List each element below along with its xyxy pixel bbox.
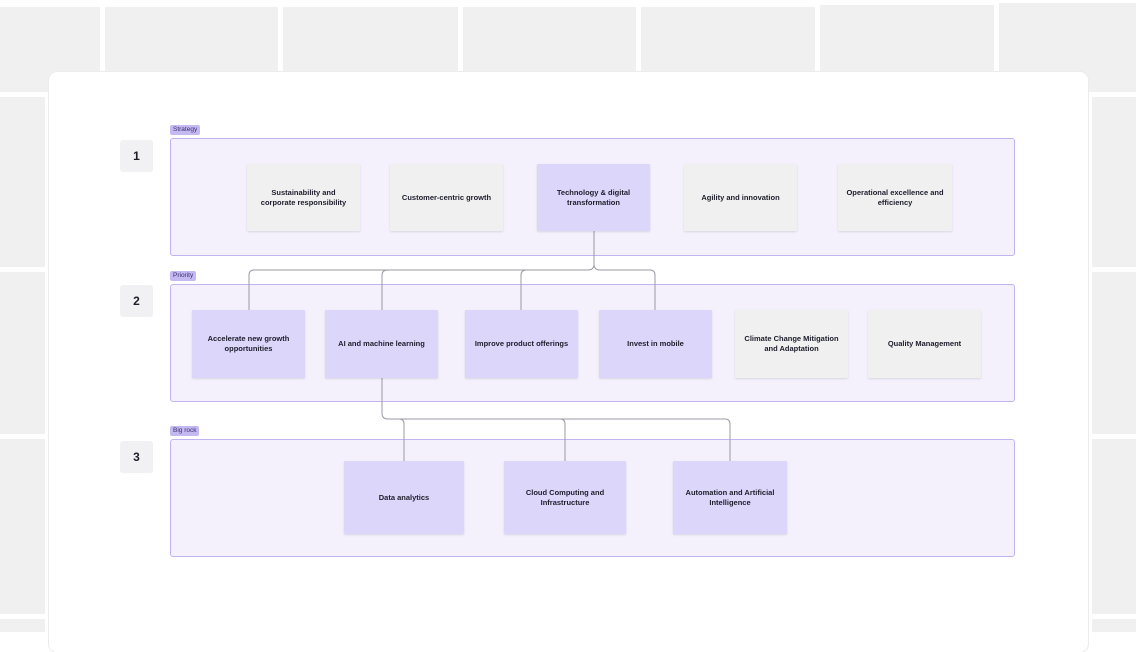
card-cloud-computing[interactable]: Cloud Computing and Infrastructure <box>504 461 626 534</box>
card-technology-digital-transformation[interactable]: Technology & digital transformation <box>537 164 650 231</box>
card-invest-in-mobile[interactable]: Invest in mobile <box>599 310 712 378</box>
background-tile <box>1092 272 1136 434</box>
card-customer-centric-growth[interactable]: Customer-centric growth <box>390 164 503 231</box>
row-number-1: 1 <box>120 140 153 172</box>
card-quality-management[interactable]: Quality Management <box>868 310 981 378</box>
card-sustainability[interactable]: Sustainability and corporate responsibil… <box>247 164 360 231</box>
card-automation-ai[interactable]: Automation and Artificial Intelligence <box>673 461 787 534</box>
lane-tag-strategy: Strategy <box>170 125 201 135</box>
card-data-analytics[interactable]: Data analytics <box>344 461 464 534</box>
background-tile <box>1092 619 1136 632</box>
background-tile <box>0 97 45 267</box>
card-accelerate-growth[interactable]: Accelerate new growth opportunities <box>192 310 305 378</box>
lane-tag-priority: Priority <box>170 271 197 281</box>
background-tile <box>0 272 45 434</box>
background-tile <box>0 439 45 614</box>
row-number-3: 3 <box>120 441 153 473</box>
background-tile <box>1092 97 1136 267</box>
background-tile <box>0 619 45 632</box>
background-tile <box>1092 439 1136 614</box>
card-ai-machine-learning[interactable]: AI and machine learning <box>325 310 438 378</box>
card-agility-innovation[interactable]: Agility and innovation <box>684 164 797 231</box>
card-climate-change[interactable]: Climate Change Mitigation and Adaptation <box>735 310 848 378</box>
card-operational-excellence[interactable]: Operational excellence and efficiency <box>838 164 952 231</box>
card-improve-product-offerings[interactable]: Improve product offerings <box>465 310 578 378</box>
lane-tag-big-rock: Big rock <box>170 426 200 436</box>
row-number-2: 2 <box>120 285 153 317</box>
